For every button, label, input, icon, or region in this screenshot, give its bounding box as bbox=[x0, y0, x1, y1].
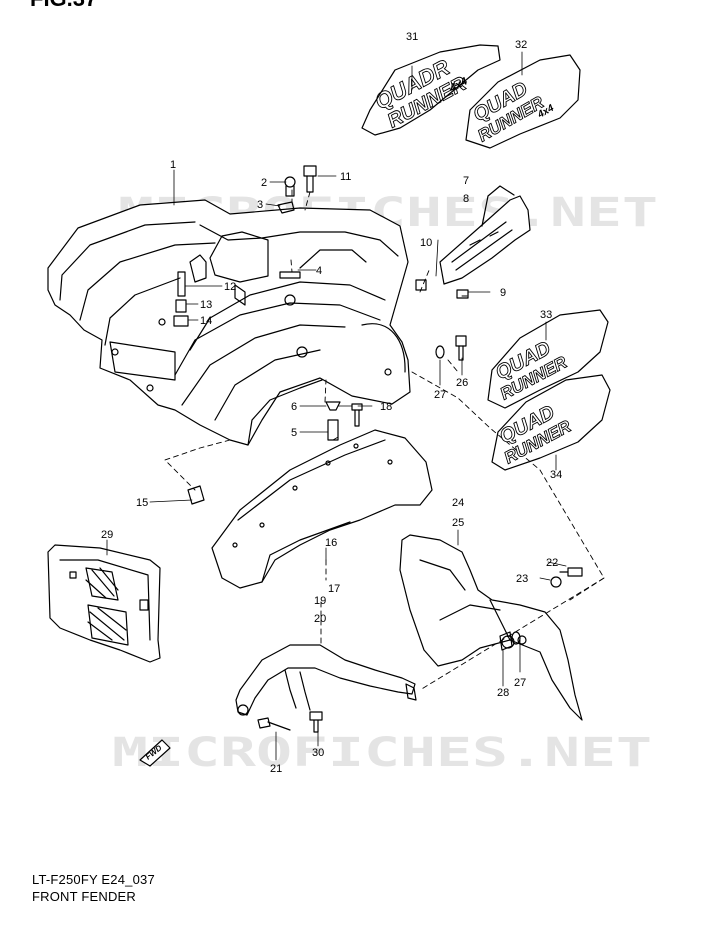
bolt-21 bbox=[257, 717, 291, 731]
bolt-30 bbox=[309, 711, 323, 733]
leader-lines bbox=[106, 51, 567, 761]
part-number: 22 bbox=[546, 557, 558, 569]
model-code: LT-F250FY E24_037 bbox=[32, 872, 155, 887]
part-number: 34 bbox=[550, 469, 562, 481]
watermark-bottom: MICROFICHES.NET bbox=[112, 730, 652, 776]
part-number: 27 bbox=[434, 389, 446, 401]
part-number-labels: 1 2 3 4 5 6 7 8 9 10 11 12 13 14 15 16 1… bbox=[101, 31, 562, 775]
part-number: 3 bbox=[257, 199, 263, 211]
part-number: 17 bbox=[328, 583, 340, 595]
part-number: 20 bbox=[314, 613, 326, 625]
decal-34-outline bbox=[491, 374, 611, 471]
part-number: 14 bbox=[200, 315, 212, 327]
front-bumper-frame bbox=[235, 644, 417, 716]
part-number: 28 bbox=[497, 687, 509, 699]
decal-32-outline bbox=[465, 54, 581, 149]
part-number: 31 bbox=[406, 31, 418, 43]
mud-guard-plate bbox=[439, 185, 531, 285]
part-number: 10 bbox=[420, 237, 432, 249]
fwd-arrow bbox=[139, 739, 171, 767]
part-number: 19 bbox=[314, 595, 326, 607]
figure-title: FIG.37 bbox=[30, 0, 97, 12]
part-number: 27 bbox=[514, 677, 526, 689]
part-number: 21 bbox=[270, 763, 282, 775]
part-number: 25 bbox=[452, 517, 464, 529]
part-number: 33 bbox=[540, 309, 552, 321]
bolt-22 bbox=[559, 567, 583, 577]
front-fender-main bbox=[47, 199, 411, 446]
nut-28 bbox=[499, 631, 513, 651]
part-number: 18 bbox=[380, 401, 392, 413]
part-number: 8 bbox=[463, 193, 469, 205]
part-number: 5 bbox=[291, 427, 297, 439]
part-number: 32 bbox=[515, 39, 527, 51]
inner-fender-panel bbox=[399, 534, 583, 721]
figure-name: FRONT FENDER bbox=[32, 889, 136, 904]
washer-23 bbox=[550, 576, 562, 588]
decal-33-outline bbox=[487, 309, 609, 409]
part-number: 29 bbox=[101, 529, 113, 541]
part-number: 2 bbox=[261, 177, 267, 189]
part-number: 15 bbox=[136, 497, 148, 509]
reflector-plate bbox=[47, 544, 161, 663]
part-number: 6 bbox=[291, 401, 297, 413]
part-number: 24 bbox=[452, 497, 464, 509]
part-number: 1 bbox=[170, 159, 176, 171]
part-number: 13 bbox=[200, 299, 212, 311]
part-number: 26 bbox=[456, 377, 468, 389]
fender-extension-flap bbox=[211, 429, 433, 589]
part-number: 11 bbox=[340, 171, 351, 183]
dashed-leaders bbox=[164, 189, 605, 691]
part-number: 4 bbox=[316, 265, 322, 277]
part-number: 23 bbox=[516, 573, 528, 585]
decal-31-outline bbox=[361, 44, 501, 136]
part-number: 16 bbox=[325, 537, 337, 549]
part-number: 30 bbox=[312, 747, 324, 759]
part-number: 7 bbox=[463, 175, 469, 187]
part-number: 12 bbox=[224, 281, 236, 293]
part-number: 9 bbox=[500, 287, 506, 299]
